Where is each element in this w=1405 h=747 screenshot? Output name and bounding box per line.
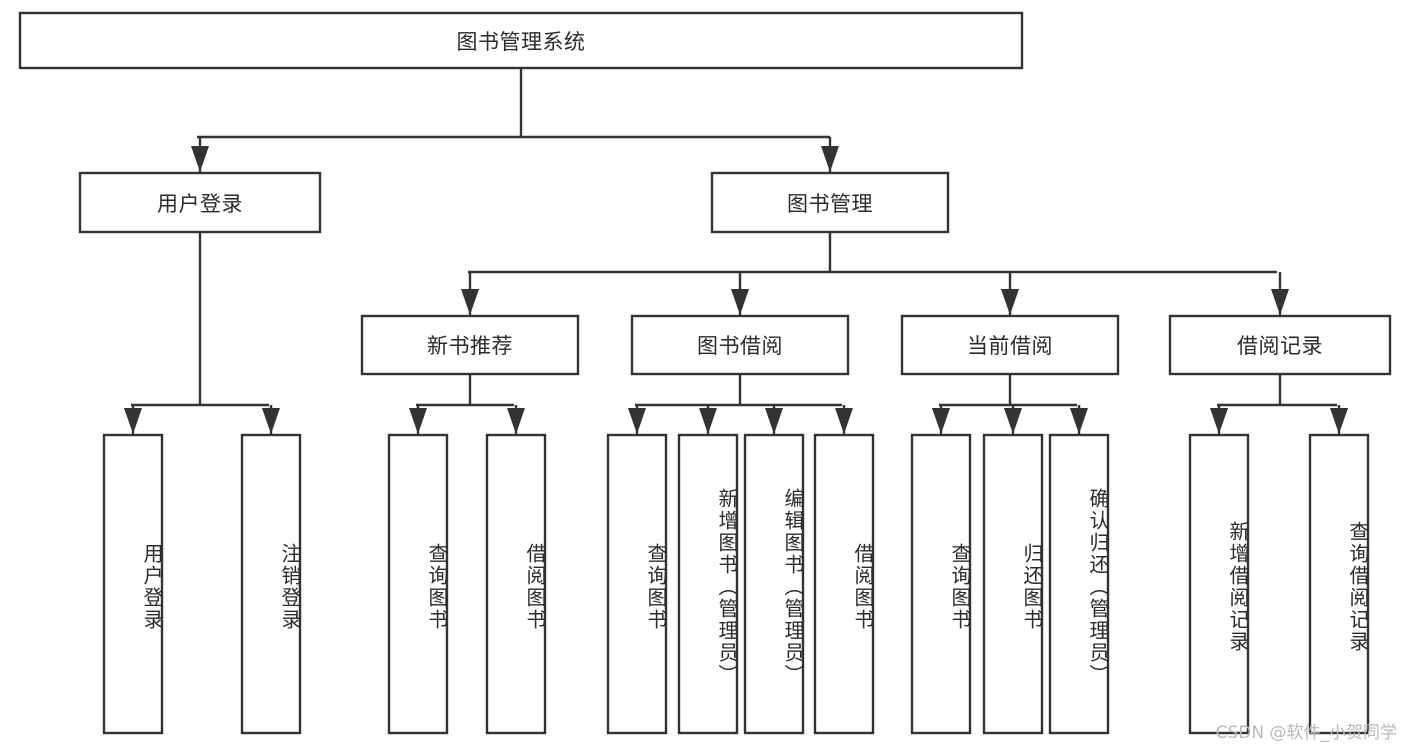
arrow-head-icon	[1001, 289, 1019, 315]
node-box-leaf-borrow-book-1[interactable]	[485, 433, 547, 735]
connectors-layer	[124, 68, 1348, 434]
node-box-leaf-query-book-3[interactable]	[910, 433, 972, 735]
node-box-leaf-borrow-book-2[interactable]	[813, 433, 875, 735]
node-box-leaf-return-book[interactable]	[982, 433, 1044, 735]
arrow-head-icon	[409, 408, 427, 434]
arrow-head-icon	[1210, 408, 1228, 434]
node-box-leaf-add-book[interactable]	[677, 433, 739, 735]
node-box-leaf-query-book-1[interactable]	[387, 433, 449, 735]
arrow-head-icon	[1271, 289, 1289, 315]
arrow-head-icon	[699, 408, 717, 434]
arrow-head-icon	[262, 408, 280, 434]
arrow-head-icon	[821, 146, 839, 172]
arrow-head-icon	[124, 408, 142, 434]
node-box-new-book-rec[interactable]	[360, 314, 580, 376]
node-box-leaf-user-login[interactable]	[102, 433, 164, 735]
node-box-leaf-logout[interactable]	[240, 433, 302, 735]
node-box-leaf-query-book-2[interactable]	[606, 433, 668, 735]
node-box-book-borrow[interactable]	[630, 314, 850, 376]
arrow-head-icon	[191, 146, 209, 172]
arrow-head-icon	[932, 408, 950, 434]
arrow-head-icon	[1070, 408, 1088, 434]
arrow-head-icon	[1004, 408, 1022, 434]
arrow-head-icon	[765, 408, 783, 434]
arrow-head-icon	[507, 408, 525, 434]
arrow-head-icon	[461, 289, 479, 315]
arrow-head-icon	[835, 408, 853, 434]
node-box-leaf-edit-book[interactable]	[743, 433, 805, 735]
node-box-leaf-confirm-return[interactable]	[1048, 433, 1110, 735]
node-box-leaf-query-record[interactable]	[1308, 433, 1370, 735]
arrow-head-icon	[1330, 408, 1348, 434]
arrow-head-icon	[731, 289, 749, 315]
node-box-leaf-add-record[interactable]	[1188, 433, 1250, 735]
node-box-borrow-record[interactable]	[1168, 314, 1392, 376]
arrow-head-icon	[628, 408, 646, 434]
node-box-user-login[interactable]	[78, 171, 322, 234]
node-box-root[interactable]	[18, 11, 1024, 70]
node-box-book-manage[interactable]	[710, 171, 950, 234]
node-box-current-borrow[interactable]	[900, 314, 1120, 376]
boxes-layer	[18, 11, 1392, 735]
